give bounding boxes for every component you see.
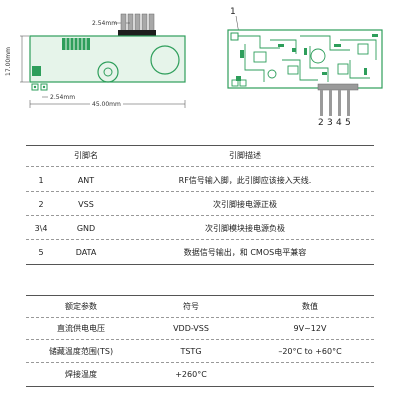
table-row: 5 DATA 数据信号输出，和 CMOS电平兼容 — [26, 244, 374, 260]
spec-value: 9V~12V — [293, 323, 327, 333]
pin-table-top-border — [26, 145, 374, 146]
spec-value: –20°C to +60°C — [278, 346, 342, 356]
pin-table-bottom-border — [26, 264, 374, 265]
pin-desc-header: 引脚描述 — [229, 151, 261, 160]
pin-desc: 次引脚模块接电源负极 — [205, 223, 285, 233]
pin-num: 1 — [38, 175, 44, 185]
pin-desc: RF信号输入脚，此引脚应该接入天线. — [178, 175, 312, 185]
pin-2-label: 2 — [318, 118, 324, 128]
coil-component — [62, 38, 90, 50]
dim-width: 45.00mm — [90, 101, 123, 108]
pin-num: 3\4 — [34, 223, 48, 233]
table-row: 1 ANT RF信号输入脚，此引脚应该接入天线. — [26, 172, 374, 188]
pin-3-label: 3 — [327, 118, 333, 128]
pcb-board-side — [29, 35, 186, 83]
trimmer-icon — [97, 61, 119, 83]
table-row: 焊接温度 +260°C — [26, 366, 374, 382]
header-pins-top — [118, 13, 156, 38]
pin-num: 5 — [38, 247, 44, 257]
pin-1-label: 1 — [230, 7, 236, 17]
spec-table: 额定参数 符号 数值 — [26, 298, 374, 314]
pin-5-label: 5 — [345, 118, 351, 128]
pin-desc: 数据信号输出，和 CMOS电平兼容 — [183, 247, 307, 257]
spec-value-header: 数值 — [302, 301, 318, 311]
header-pins-bottom — [317, 83, 359, 116]
module-dimension-drawing — [20, 13, 186, 108]
pin-name: GND — [76, 223, 96, 233]
spec-symbol: TSTG — [180, 346, 202, 356]
pin-name-header: 引脚名 — [74, 151, 98, 160]
pin-name: DATA — [75, 247, 97, 257]
pin-name: VSS — [78, 199, 94, 209]
spec-table-top-border — [26, 295, 374, 296]
pin-4-label: 4 — [336, 118, 342, 128]
module-top-view — [227, 15, 383, 116]
pin-num: 2 — [38, 199, 44, 209]
pin-desc: 次引脚接电源正极 — [213, 199, 277, 209]
spec-param-header: 额定参数 — [65, 301, 97, 311]
dim-height: 17.00mm — [4, 47, 12, 76]
spec-param: 焊接温度 — [65, 369, 97, 379]
table-row: 直流供电电压 VDD-VSS 9V~12V — [26, 320, 374, 336]
spec-symbol: VDD-VSS — [173, 323, 209, 333]
spec-symbol: +260°C — [175, 369, 207, 379]
table-row: 3\4 GND 次引脚模块接电源负极 — [26, 220, 374, 236]
crystal-icon — [150, 45, 180, 75]
spec-param: 直流供电电压 — [57, 323, 105, 333]
spec-table-header: 额定参数 符号 数值 — [26, 298, 374, 314]
spec-param: 储藏温度范围(TS) — [48, 346, 114, 356]
table-row: 2 VSS 次引脚接电源正极 — [26, 196, 374, 212]
spec-symbol-header: 符号 — [183, 301, 199, 311]
pin-table: 引脚名 引脚描述 — [26, 148, 374, 163]
table-row: 储藏温度范围(TS) TSTG –20°C to +60°C — [26, 343, 374, 359]
spec-table-bottom-border — [26, 386, 374, 387]
dim-pitch-bottom: 2.54mm — [50, 94, 76, 101]
pin-name: ANT — [77, 175, 95, 185]
pin-table-header: 引脚名 引脚描述 — [26, 148, 374, 163]
dim-pitch-top: 2.54mm — [92, 20, 118, 27]
